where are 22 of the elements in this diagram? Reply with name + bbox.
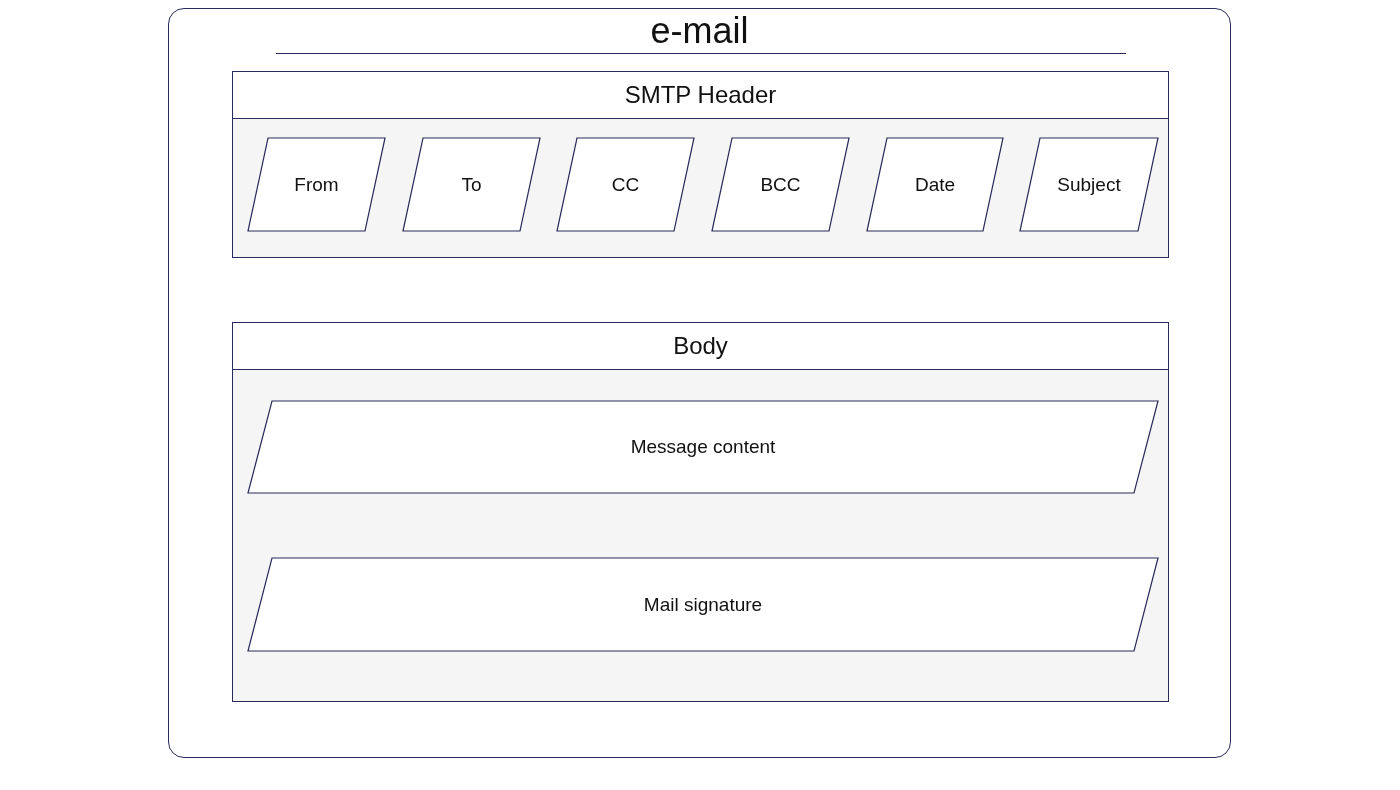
field-label: Mail signature — [643, 593, 763, 616]
section-panel — [232, 71, 1169, 258]
field-label: Subject — [1057, 173, 1121, 196]
parallelogram-shape — [248, 401, 1158, 493]
parallelogram-shape — [403, 138, 540, 231]
field-label: To — [461, 173, 482, 196]
parallelogram-shape — [557, 138, 694, 231]
email-container — [168, 8, 1231, 758]
parallelogram-shape — [867, 138, 1003, 231]
section-header: SMTP Header — [233, 72, 1168, 119]
field-label: Message content — [630, 436, 776, 458]
section-panel — [232, 322, 1169, 702]
field-label: BCC — [760, 173, 801, 196]
container-title: e-mail — [649, 11, 750, 51]
field-label: CC — [611, 173, 640, 196]
parallelogram-shape — [712, 138, 849, 231]
field-label: Date — [914, 173, 956, 196]
section-header: Body — [233, 323, 1168, 370]
parallelogram-shape — [248, 138, 385, 231]
parallelogram-shape — [1020, 138, 1158, 231]
parallelogram-shape — [248, 558, 1158, 651]
field-label: From — [294, 173, 339, 196]
